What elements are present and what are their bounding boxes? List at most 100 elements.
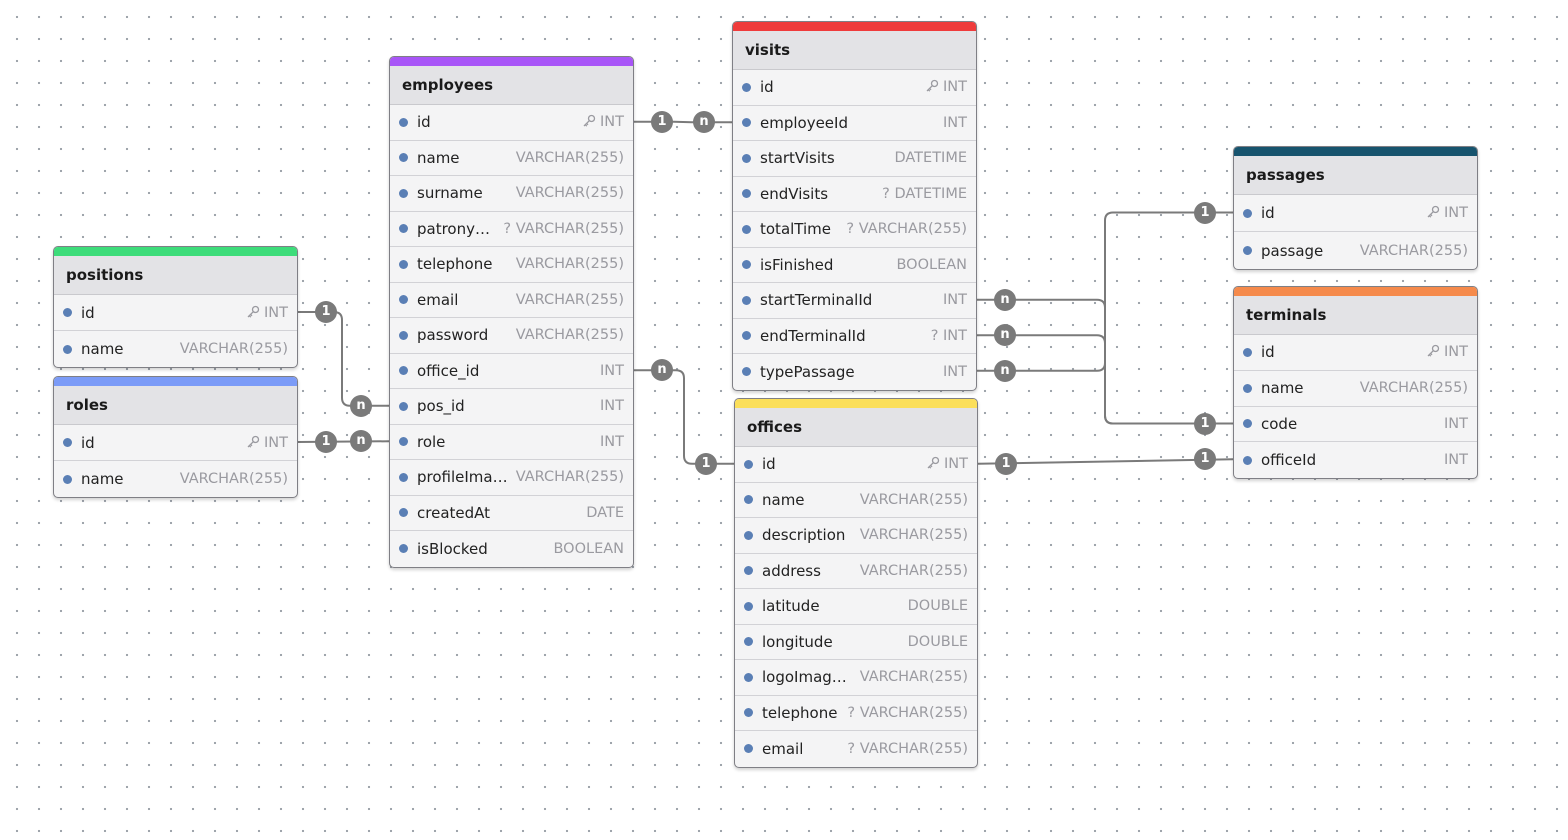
field-dot-icon [1243, 419, 1252, 429]
cardinality-badge: 1 [315, 431, 337, 453]
field-row[interactable]: totalTime? VARCHAR(255) [733, 212, 976, 248]
field-dot-icon [63, 438, 72, 447]
field-type: VARCHAR(255) [860, 527, 968, 543]
field-dot-icon [1243, 208, 1252, 218]
field-row[interactable]: name VARCHAR(255) [735, 483, 977, 518]
field-name: employeeId [760, 113, 848, 132]
field-row[interactable]: id INT [54, 425, 297, 461]
field-row[interactable]: id INT [54, 295, 297, 331]
field-type-label: DOUBLE [907, 598, 968, 615]
field-type-label: VARCHAR(255) [515, 469, 624, 486]
table-title[interactable]: passages [1234, 156, 1477, 195]
field-row[interactable]: email? VARCHAR(255) [735, 731, 977, 767]
field-type-label: VARCHAR(255) [515, 149, 624, 166]
table-title[interactable]: roles [54, 386, 297, 425]
table-title[interactable]: positions [54, 256, 297, 295]
field-row[interactable]: endVisits? DATETIME [733, 177, 976, 212]
table-title[interactable]: terminals [1234, 296, 1477, 335]
field-type: INT [246, 305, 288, 321]
field-dot-icon [399, 330, 408, 340]
field-type: INT [926, 456, 968, 472]
field-name: startTerminalId [760, 291, 873, 310]
field-row[interactable]: telephone? VARCHAR(255) [735, 696, 977, 731]
field-type-label: VARCHAR(255) [1359, 380, 1468, 397]
field-type: BOOLEAN [553, 541, 624, 557]
field-name: id [81, 433, 95, 452]
field-type-label: INT [600, 362, 624, 379]
table-title[interactable]: offices [735, 408, 977, 447]
field-name: telephone [417, 255, 493, 274]
table-title[interactable]: employees [390, 66, 633, 105]
field-dot-icon [742, 224, 751, 234]
table-title[interactable]: visits [733, 31, 976, 70]
field-name: endTerminalId [760, 326, 866, 345]
field-type: ? VARCHAR(255) [847, 705, 968, 721]
field-row[interactable]: patronymic? VARCHAR(255) [390, 212, 633, 247]
field-name: surname [417, 184, 483, 203]
field-dot-icon [742, 367, 751, 377]
relation-line [634, 369, 734, 465]
field-type: VARCHAR(255) [180, 471, 288, 487]
field-type-label: INT [264, 304, 288, 321]
field-dot-icon [744, 708, 753, 718]
field-name: name [81, 340, 124, 358]
field-name: name [762, 490, 805, 509]
field-row[interactable]: endTerminalId? INT [733, 319, 976, 354]
table-color-bar [1234, 147, 1477, 156]
field-dot-icon [1243, 455, 1252, 465]
field-name: id [760, 78, 774, 97]
field-dot-icon [399, 188, 408, 198]
field-name: address [762, 561, 821, 580]
field-row[interactable]: profileImage...VARCHAR(255) [390, 460, 633, 496]
field-name: id [81, 303, 95, 322]
field-type: ? DATETIME [882, 186, 967, 202]
field-type: DOUBLE [908, 634, 968, 650]
key-icon [1426, 205, 1444, 221]
field-type-label: INT [1444, 205, 1468, 221]
key-icon [925, 79, 943, 95]
field-dot-icon [742, 153, 751, 163]
field-type: VARCHAR(255) [860, 492, 968, 508]
field-type-label: INT [264, 434, 288, 451]
field-type: INT [1444, 452, 1468, 468]
